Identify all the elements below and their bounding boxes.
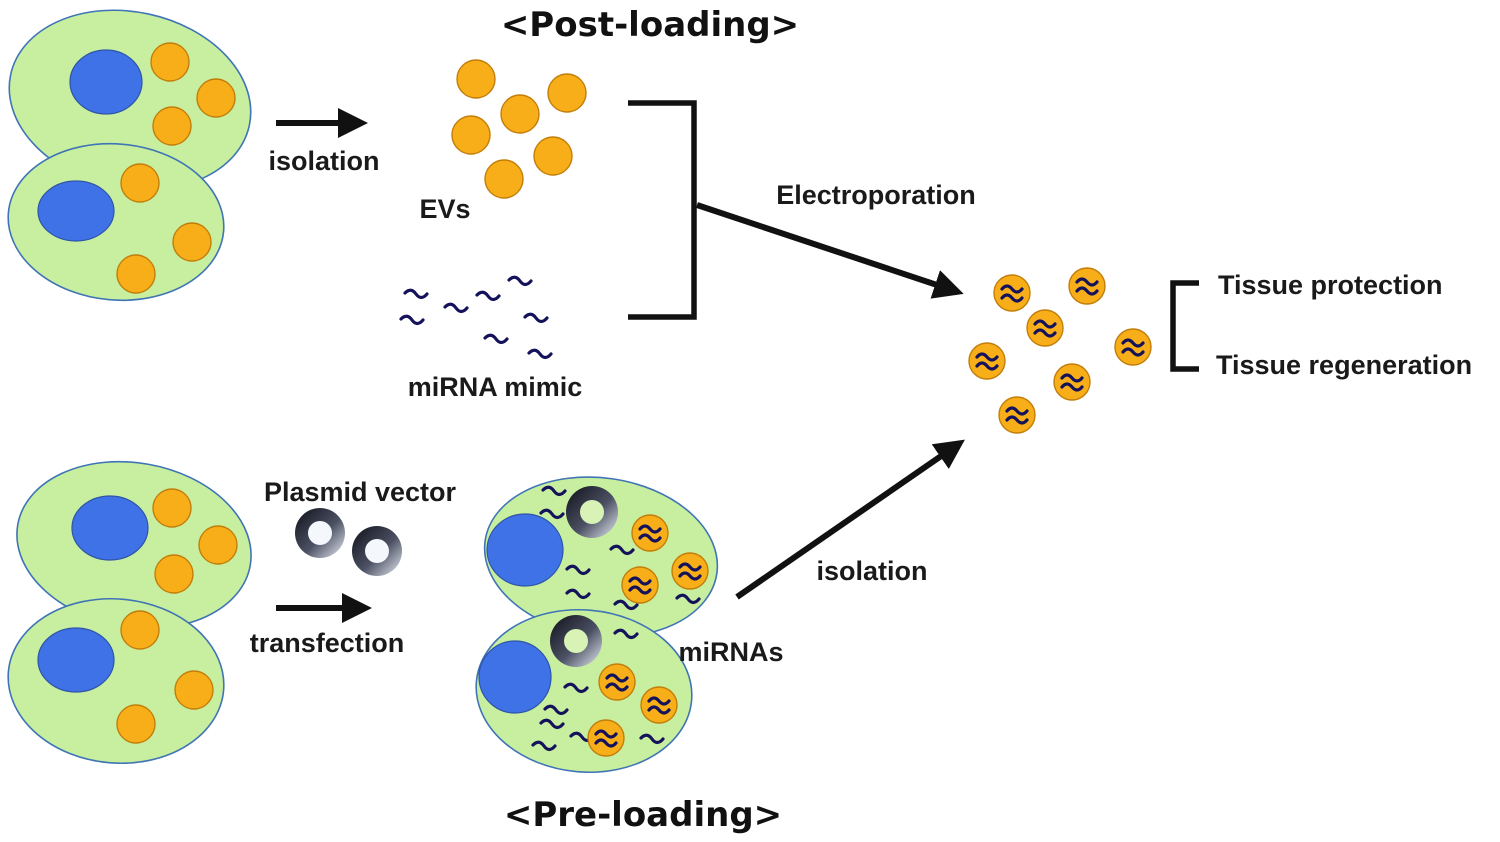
outcome-bracket <box>1170 280 1199 372</box>
loaded-evs <box>967 266 1153 435</box>
merge-bracket <box>628 100 697 320</box>
mirna-mimic <box>399 275 553 360</box>
plasmid-vector-label: Plasmid vector <box>264 477 457 507</box>
transfected-cells <box>475 476 719 774</box>
evs-label: EVs <box>419 194 470 224</box>
plasmid-icons <box>295 508 402 576</box>
outcome-tissue-regeneration: Tissue regeneration <box>1216 350 1472 380</box>
isolation-label-top: isolation <box>268 146 379 176</box>
outcome-tissue-protection: Tissue protection <box>1218 270 1443 300</box>
source-cells-top <box>7 9 252 302</box>
isolation-label-bottom: isolation <box>816 556 927 586</box>
source-cells-bottom <box>7 460 252 765</box>
pre-loading-title: <Pre-loading> <box>504 795 782 835</box>
mirna-mimic-label: miRNA mimic <box>408 372 583 402</box>
post-loading-title: <Post-loading> <box>501 5 799 45</box>
free-evs <box>451 59 587 199</box>
electroporation-arrow <box>696 202 964 299</box>
transfection-label: transfection <box>250 628 405 658</box>
electroporation-label: Electroporation <box>776 180 976 210</box>
isolation-arrow-bottom <box>735 439 965 600</box>
mirnas-label: miRNAs <box>678 637 783 667</box>
